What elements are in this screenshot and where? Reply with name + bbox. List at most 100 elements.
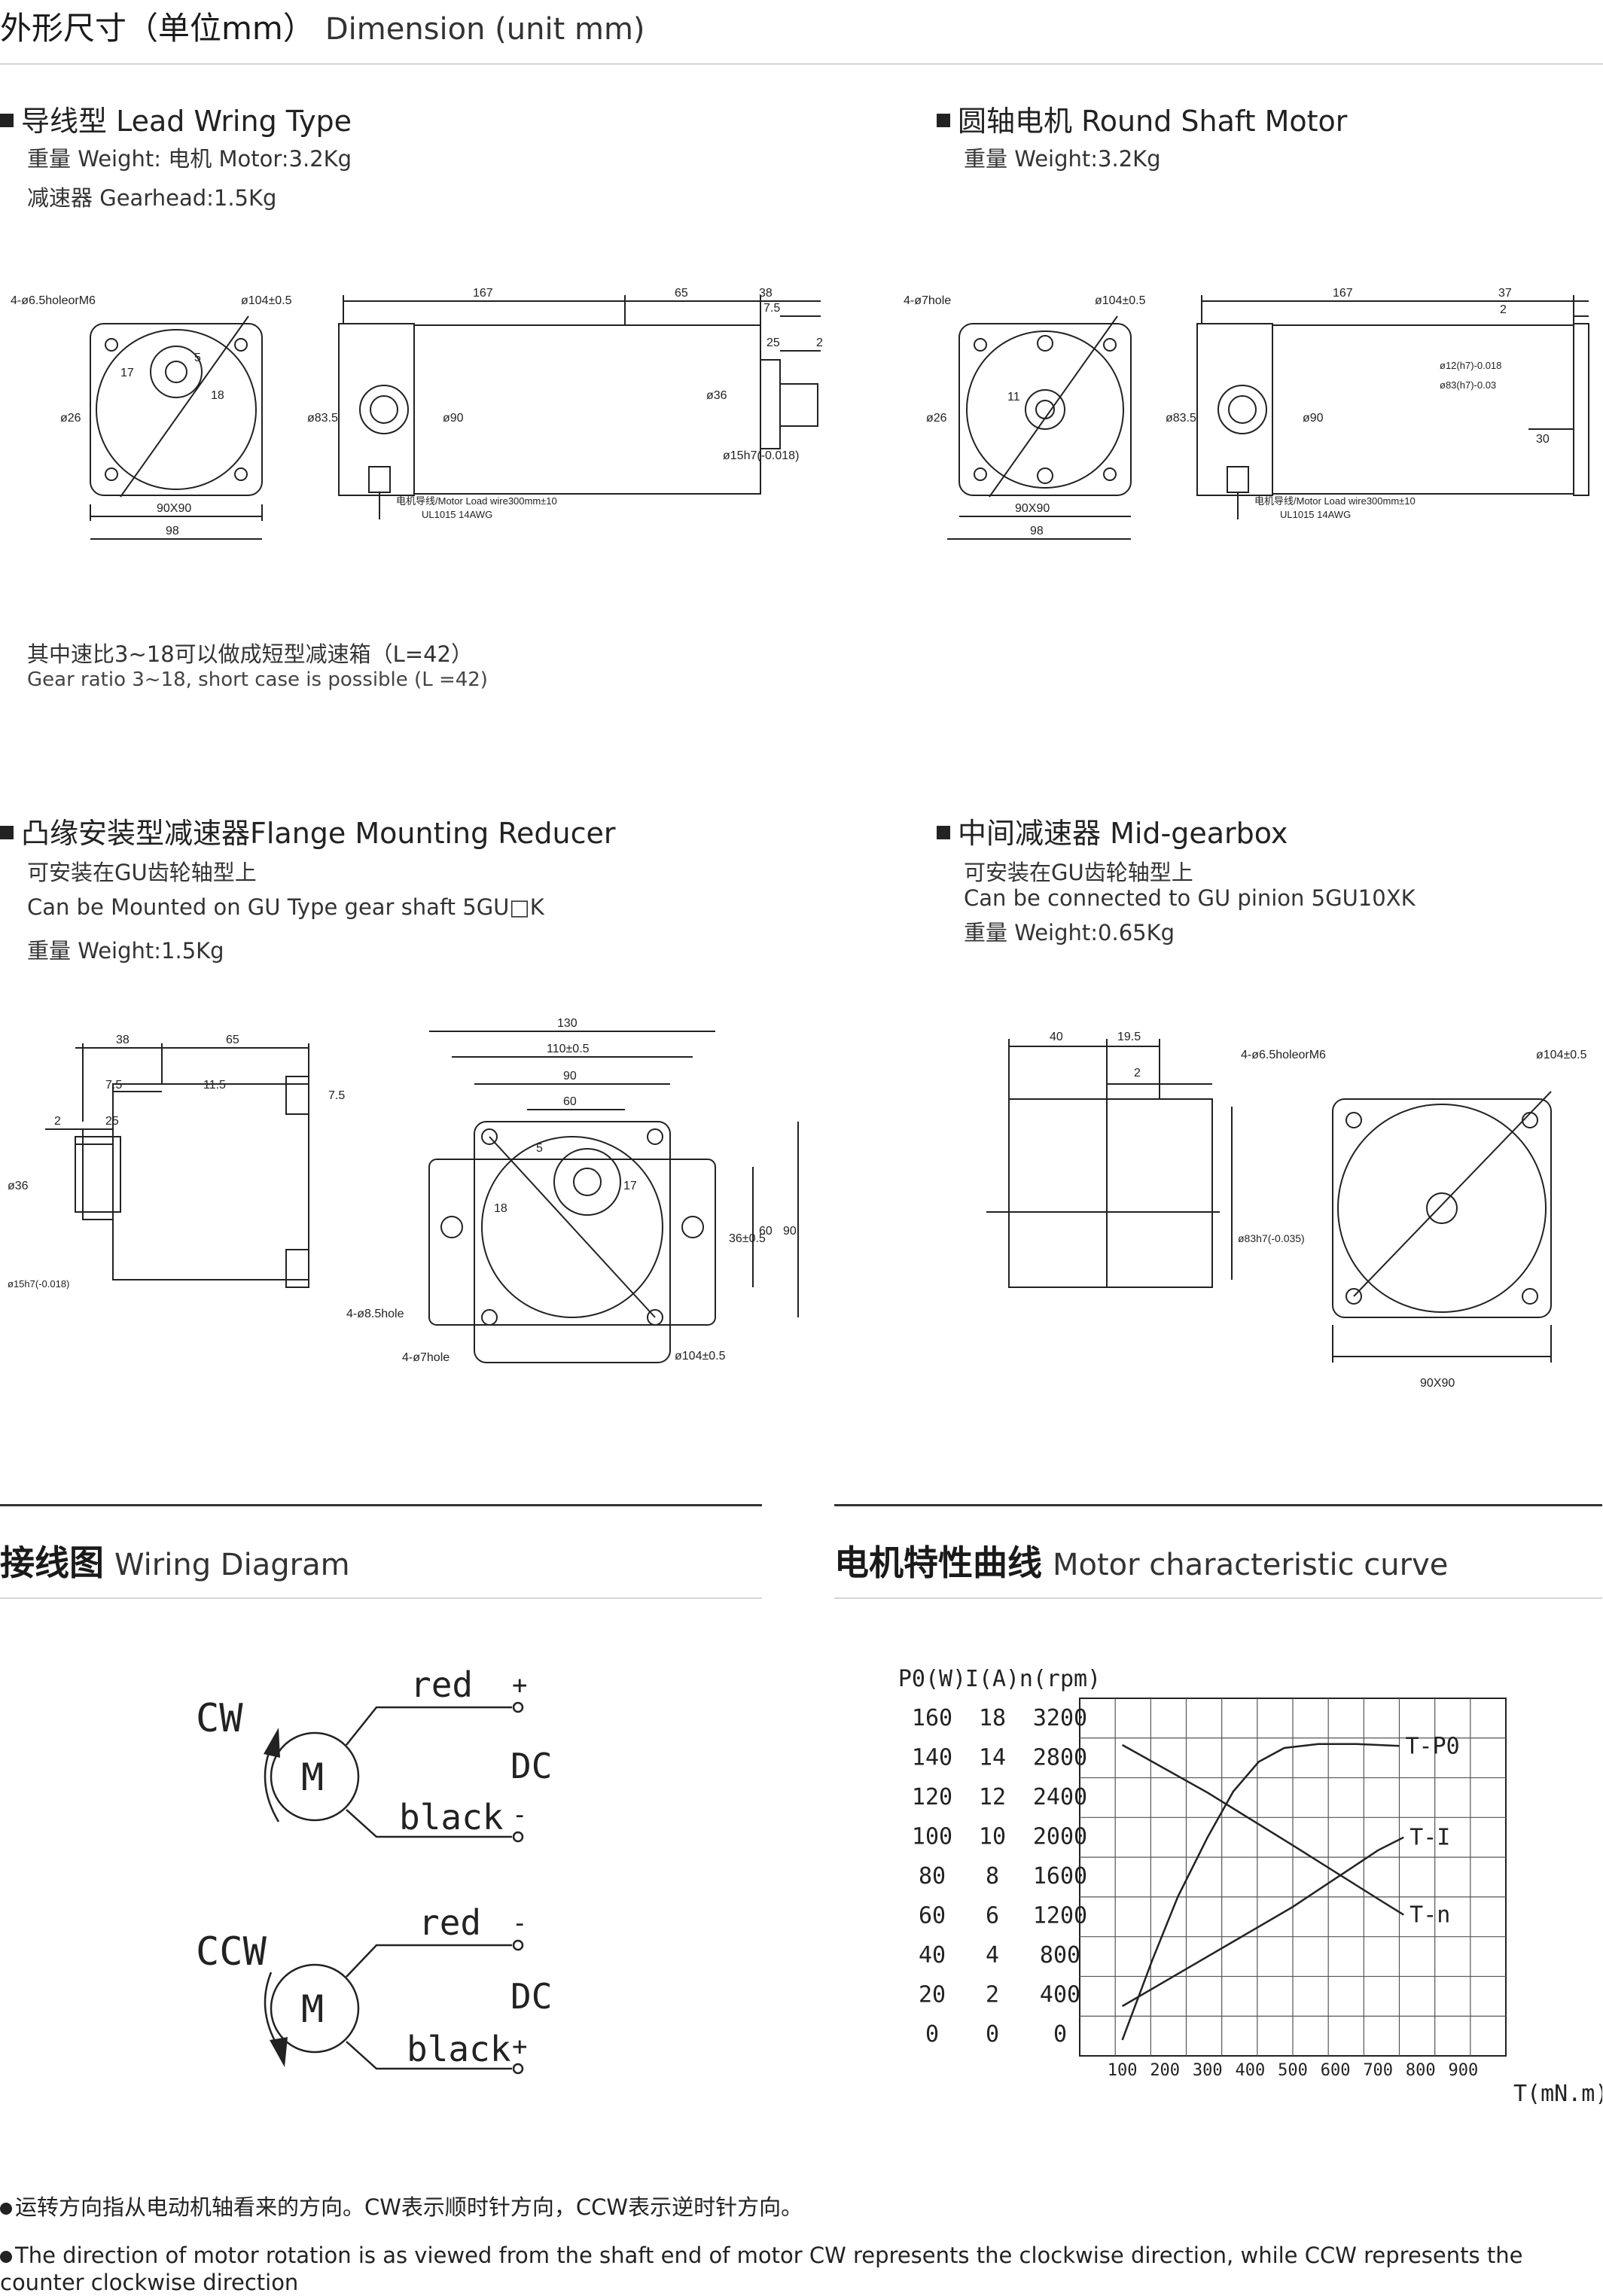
lead-wiring-note-cn: 其中速比3~18可以做成短型减速箱（L=42）	[27, 641, 474, 667]
round-shaft-weight: 重量 Weight:3.2Kg	[964, 146, 1161, 172]
y-tick-label: 12	[979, 1784, 1006, 1810]
dim-wire: 电机导线/Motor Load wire300mm±10	[396, 495, 557, 507]
dim-len37: 37	[1498, 287, 1512, 300]
mid-line1: 可安装在GU齿轮轴型上	[964, 860, 1193, 885]
dim-len25: 25	[105, 1115, 119, 1128]
mid-weight: 重量 Weight:0.65Kg	[964, 920, 1175, 946]
motor-label-2: M	[301, 1987, 324, 2031]
x-tick-label: 400	[1236, 2061, 1266, 2080]
mid-title-text: 中间减速器 Mid-gearbox	[958, 817, 1288, 850]
y-tick-label: 400	[1040, 1982, 1080, 2008]
dim-square: 90X90	[1015, 502, 1050, 515]
round-shaft-drawing: 4-ø7hole ø104±0.5 11 ø26 90X90 98 167 37…	[904, 287, 1589, 540]
series-label: T-n	[1409, 1902, 1450, 1929]
dim-wire: 电机导线/Motor Load wire300mm±10	[1254, 495, 1416, 507]
dim-len75a: 7.5	[105, 1079, 122, 1092]
lead-wiring-note-en: Gear ratio 3~18, short case is possible …	[27, 668, 488, 691]
wiring-top-rule	[0, 1504, 762, 1506]
x-tick-label: 700	[1363, 2061, 1393, 2080]
dim-k5: 5	[536, 1142, 543, 1155]
dc-label-2: DC	[510, 1976, 552, 2017]
axis-label: P0(W)	[898, 1666, 966, 1692]
motor-label: M	[301, 1755, 324, 1799]
curve-title-cn: 电机特性曲线	[834, 1542, 1042, 1583]
y-tick-label: 10	[979, 1824, 1006, 1850]
x-tick-label: 300	[1193, 2061, 1223, 2080]
lead-wiring-drawing: 4-ø6.5holeorM6 ø104±0.5 5 17 18 ø26 90X9…	[11, 287, 823, 540]
flange-line1: 可安装在GU齿轮轴型上	[27, 860, 257, 885]
black-label: black	[399, 1797, 503, 1838]
lead-wiring-weight-gear: 减速器 Gearhead:1.5Kg	[27, 185, 277, 211]
x-tick-label: 100	[1108, 2061, 1138, 2080]
lead-wiring-weight-motor: 重量 Weight: 电机 Motor:3.2Kg	[27, 146, 352, 172]
y-tick-label: 20	[919, 1982, 946, 2008]
curve-title: 电机特性曲线 Motor characteristic curve	[834, 1536, 1448, 1585]
wiring-title-en: Wiring Diagram	[114, 1548, 350, 1582]
minus-label-2: -	[512, 1908, 527, 1938]
bullet-dot-icon	[0, 2203, 12, 2215]
dim-phi15: ø15h7(-0.018)	[723, 449, 799, 462]
chart-grid	[1079, 1698, 1507, 2057]
black-label-2: black	[407, 2029, 510, 2069]
y-tick-label: 2000	[1033, 1824, 1087, 1850]
dim-len167: 167	[1333, 287, 1353, 300]
red-label: red	[410, 1664, 473, 1705]
dim-w90: 90	[563, 1070, 577, 1083]
y-tick-label: 140	[912, 1745, 952, 1771]
dim-len2: 2	[816, 336, 823, 349]
dim-k18: 18	[494, 1202, 507, 1215]
x-tick-label: 200	[1150, 2061, 1180, 2080]
dim-len2: 2	[54, 1115, 61, 1128]
y-tick-label: 160	[912, 1705, 952, 1731]
series-line-T-n	[1121, 1743, 1404, 1916]
flange-title: 凸缘安装型减速器Flange Mounting Reducer	[0, 810, 615, 851]
dim-phi835: ø83.5	[307, 412, 338, 425]
bullet-square-icon	[937, 825, 950, 839]
dim-phi83: ø83h7(-0.035)	[1238, 1232, 1305, 1244]
wiring-title-cn: 接线图	[0, 1542, 104, 1583]
dim-phi83: ø83(h7)-0.03	[1440, 379, 1496, 391]
dim-h36: 36±0.5	[729, 1232, 766, 1245]
mid-title: 中间减速器 Mid-gearbox	[937, 810, 1288, 851]
wiring-diagram: CW M red black + - DC CCW M red black - …	[196, 1664, 552, 2075]
dim-width: 98	[166, 525, 179, 537]
dim-awg: UL1015 14AWG	[1280, 509, 1351, 520]
dim-key17: 17	[120, 367, 134, 379]
dim-len2: 2	[1134, 1067, 1141, 1079]
page-title-en: Dimension (unit mm)	[325, 12, 645, 47]
curve-title-en: Motor characteristic curve	[1053, 1548, 1449, 1582]
flange-title-text: 凸缘安装型减速器Flange Mounting Reducer	[21, 817, 616, 850]
dim-phi26: ø26	[926, 412, 947, 425]
header-divider	[0, 63, 1603, 65]
dim-holes: 4-ø7hole	[904, 294, 951, 307]
flange-line2: Can be Mounted on GU Type gear shaft 5GU…	[27, 894, 544, 920]
x-tick-label: 600	[1321, 2061, 1351, 2080]
dim-len65: 65	[675, 287, 688, 300]
y-tick-label: 2	[986, 1982, 999, 2008]
y-tick-label: 40	[919, 1942, 946, 1969]
wiring-divider	[0, 1597, 762, 1599]
lead-wiring-title-text: 导线型 Lead Wring Type	[21, 105, 352, 138]
x-tick-label: 500	[1278, 2061, 1308, 2080]
dim-len115: 11.5	[203, 1079, 226, 1092]
y-tick-label: 1600	[1033, 1863, 1087, 1889]
dim-phi835: ø83.5	[1166, 412, 1196, 425]
red-label-2: red	[419, 1902, 481, 1943]
y-tick-label: 100	[912, 1824, 952, 1850]
y-tick-label: 1200	[1033, 1903, 1087, 1929]
note-cn-text: 运转方向指从电动机轴看来的方向。CW表示顺时针方向，CCW表示逆时针方向。	[15, 2194, 803, 2220]
mid-drawing: 40 19.5 2 ø83h7(-0.035) 4-ø6.5holeorM6 ø…	[986, 1031, 1587, 1390]
chart-series: T-P0T-IT-n	[1121, 1733, 1460, 2041]
dim-width: 98	[1030, 525, 1044, 537]
ccw-arrow-icon	[270, 2037, 288, 2067]
x-tick-label: 900	[1449, 2061, 1479, 2080]
dim-h90: 90	[783, 1225, 797, 1238]
curve-top-rule	[834, 1504, 1602, 1506]
y-tick-label: 18	[979, 1705, 1006, 1731]
dim-holes7: 4-ø7hole	[402, 1351, 450, 1364]
y-tick-label: 60	[919, 1903, 946, 1929]
bullet-square-icon	[0, 825, 14, 839]
dim-w130: 130	[557, 1017, 578, 1030]
y-tick-label: 2400	[1033, 1784, 1087, 1810]
dim-pcd: ø104±0.5	[1095, 294, 1146, 307]
